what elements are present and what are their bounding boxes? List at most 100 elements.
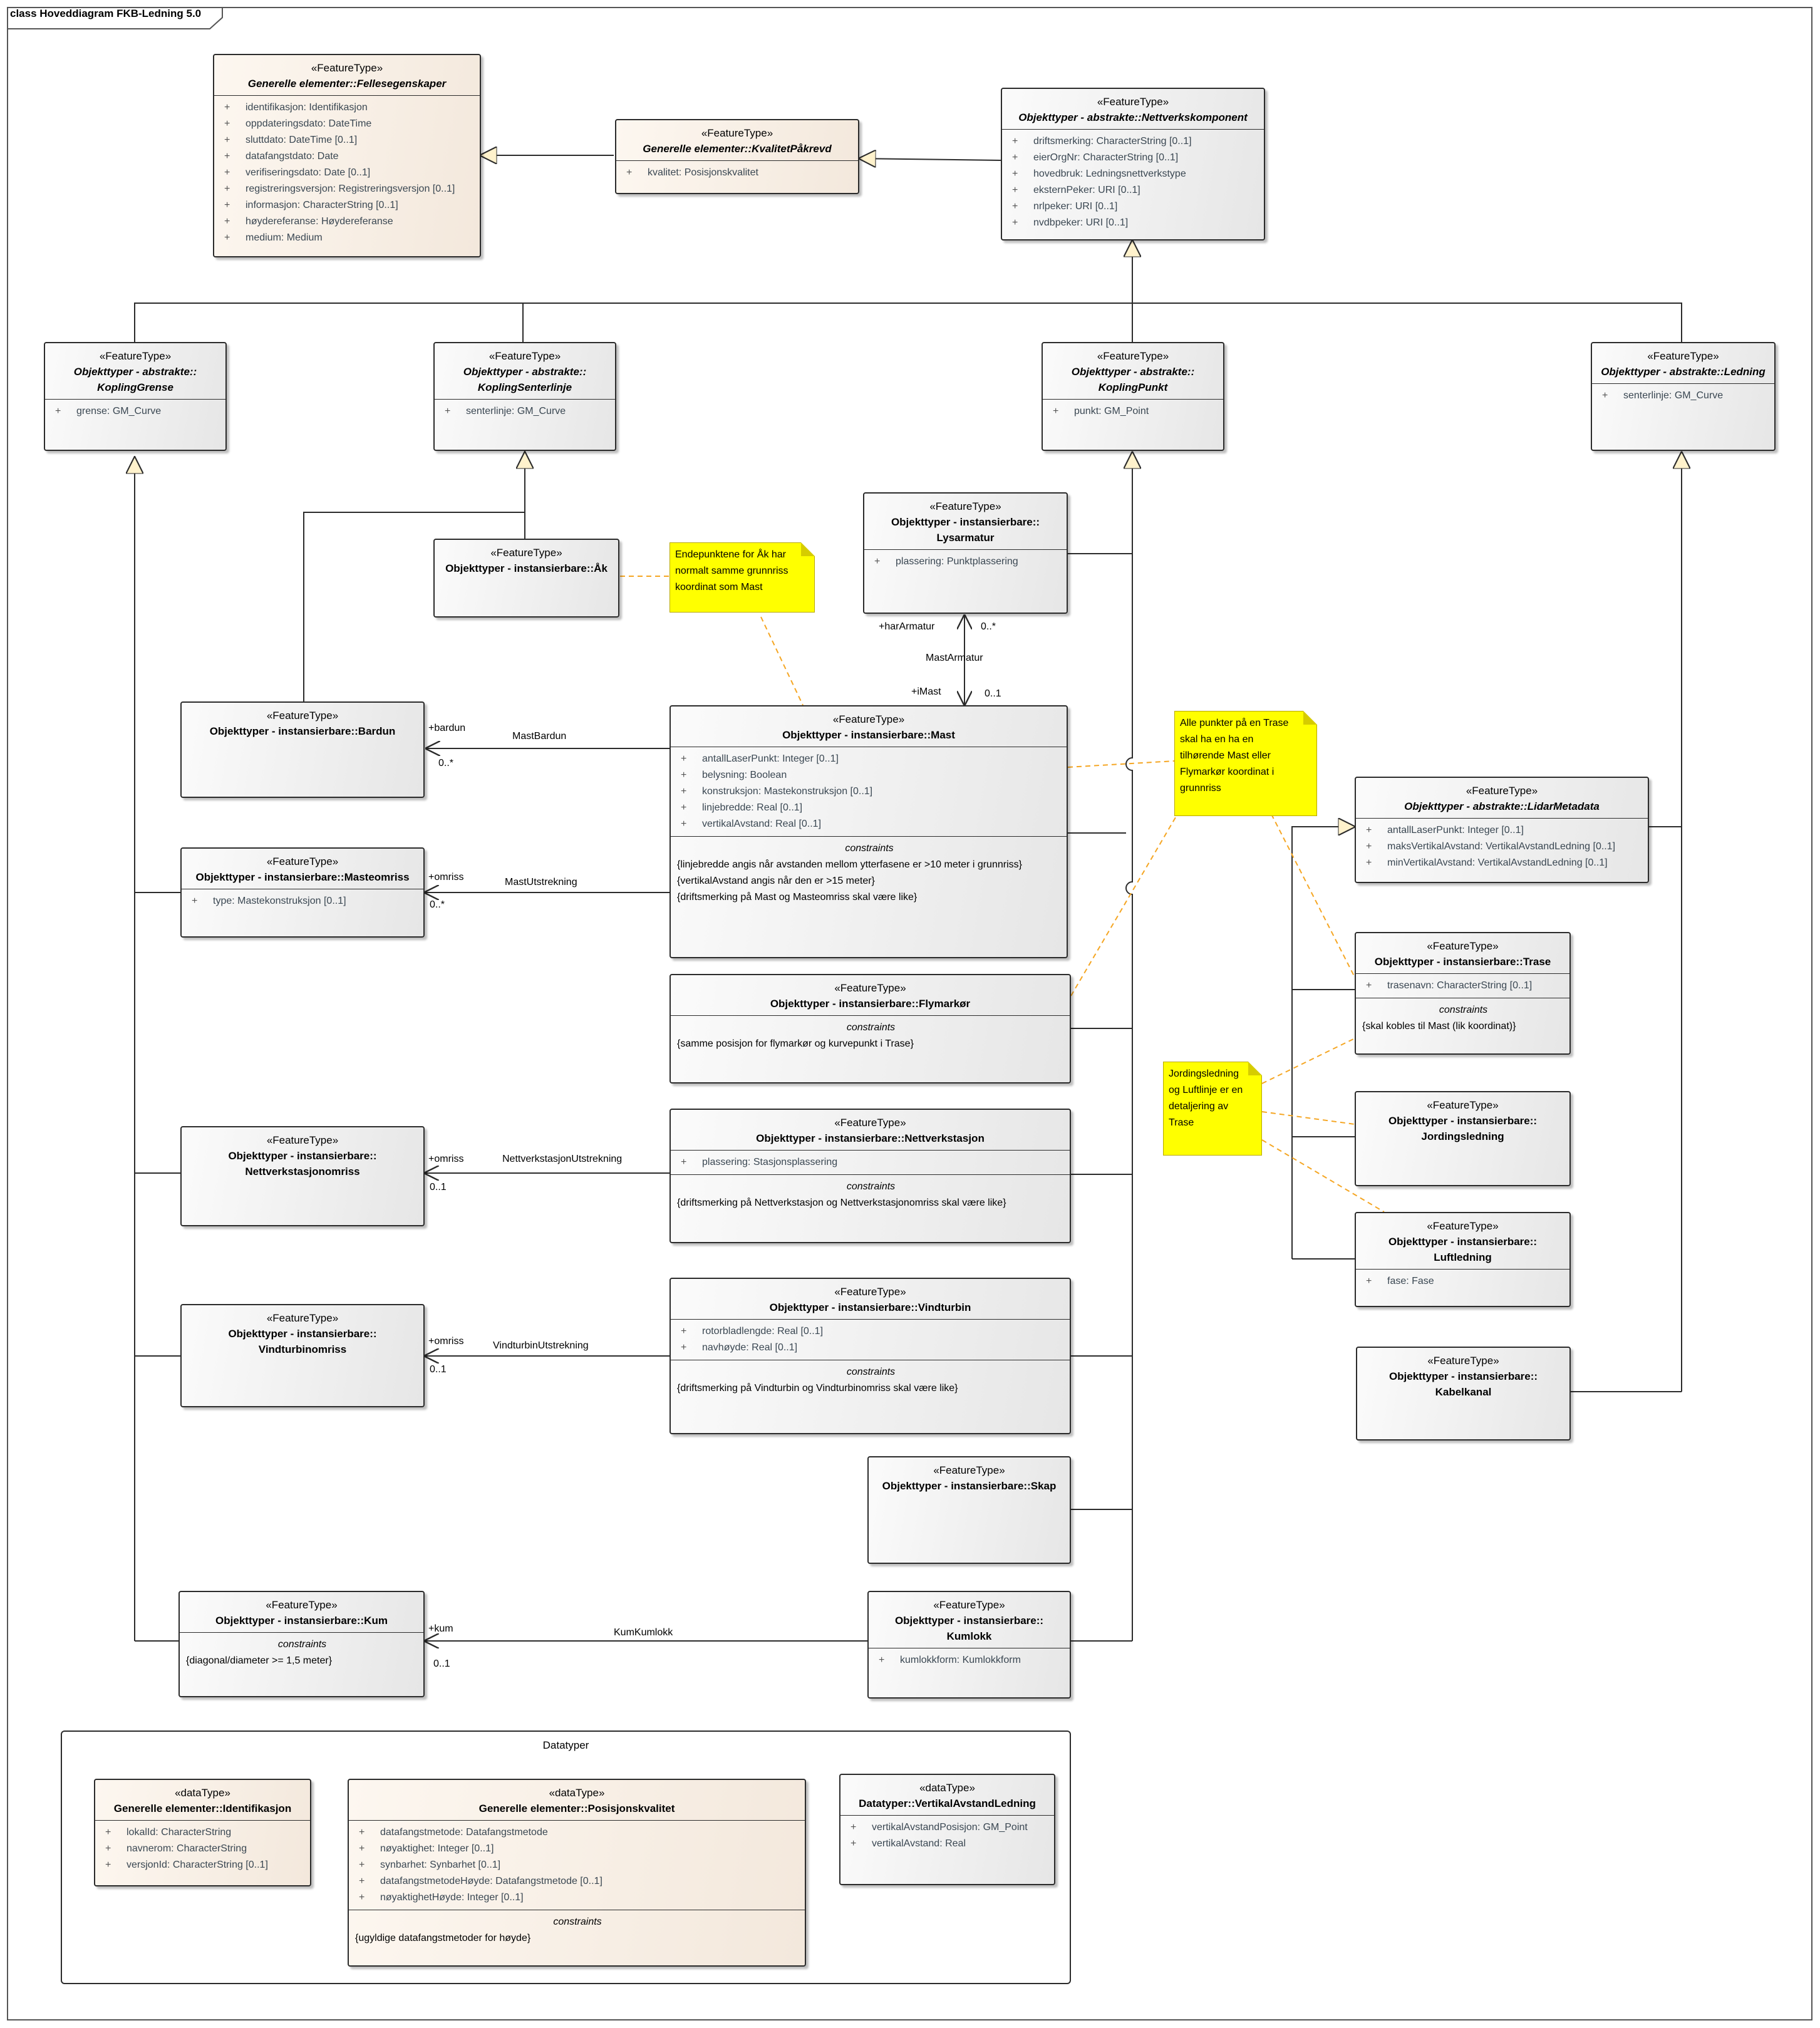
class-kumlokk[interactable]: «FeatureType»Objekttyper - instansierbar…	[867, 1591, 1071, 1699]
class-stereotype: «FeatureType»	[933, 1464, 1005, 1476]
attribute-row: +informasjon: CharacterString [0..1]	[224, 197, 475, 214]
visibility-marker: +	[105, 1827, 111, 1838]
attribute-text: versjonId: CharacterString [0..1]	[127, 1860, 268, 1870]
class-header: «FeatureType»Objekttyper - instansierbar…	[671, 975, 1070, 1015]
constraint-text: {driftsmerking på Mast og Masteomriss sk…	[677, 892, 918, 903]
class-jordingsledning[interactable]: «FeatureType»Objekttyper - instansierbar…	[1355, 1091, 1571, 1186]
class-bardun[interactable]: «FeatureType»Objekttyper - instansierbar…	[180, 701, 425, 798]
class-lysarmatur[interactable]: «FeatureType»Objekttyper - instansierbar…	[863, 492, 1068, 614]
class-vertikalavstand[interactable]: «dataType»Datatyper::VertikalAvstandLedn…	[839, 1774, 1055, 1885]
class-nettverkskomponent[interactable]: «FeatureType»Objekttyper - abstrakte::Ne…	[1001, 88, 1265, 241]
attribute-text: rotorbladlengde: Real [0..1]	[702, 1326, 824, 1337]
visibility-marker: +	[1366, 857, 1372, 868]
constraints-title: constraints	[553, 1917, 602, 1927]
class-kum[interactable]: «FeatureType»Objekttyper - instansierbar…	[178, 1591, 425, 1697]
class-stereotype: «FeatureType»	[834, 1117, 906, 1129]
visibility-marker: +	[359, 1860, 365, 1870]
attribute-text: synbarhet: Synbarhet [0..1]	[380, 1860, 501, 1870]
class-header: «dataType»Generelle elementer::Identifik…	[95, 1780, 310, 1820]
class-lidarmetadata[interactable]: «FeatureType»Objekttyper - abstrakte::Li…	[1355, 777, 1649, 883]
attribute-row: +punkt: GM_Point	[1053, 403, 1218, 420]
class-header: «FeatureType»Objekttyper - instansierbar…	[869, 1457, 1070, 1498]
attribute-text: eksternPeker: URI [0..1]	[1033, 185, 1140, 195]
assoc-label-imast-mult: 0..1	[985, 688, 1001, 699]
class-identifikasjon[interactable]: «dataType»Generelle elementer::Identifik…	[94, 1779, 311, 1886]
visibility-marker: +	[879, 1655, 885, 1665]
attribute-text: identifikasjon: Identifikasjon	[246, 102, 368, 113]
attribute-text: navnerom: CharacterString	[127, 1843, 247, 1854]
constraint-compartment: constraints{diagonal/diameter >= 1,5 met…	[180, 1632, 423, 1673]
class-ak[interactable]: «FeatureType»Objekttyper - instansierbar…	[433, 539, 619, 618]
class-kvalitet[interactable]: «FeatureType»Generelle elementer::Kvalit…	[615, 119, 859, 194]
attribute-text: sluttdato: DateTime [0..1]	[246, 135, 358, 145]
class-nettverkstasjonomriss[interactable]: «FeatureType»Objekttyper - instansierbar…	[180, 1126, 425, 1226]
assoc-label-masteomriss-mult: 0..*	[430, 899, 445, 910]
class-header: «FeatureType»Objekttyper - instansierbar…	[869, 1592, 1070, 1648]
attribute-row: +kvalitet: Posisjonskvalitet	[626, 165, 853, 181]
class-name: Datatyper::VertikalAvstandLedning	[859, 1798, 1036, 1809]
class-name: Objekttyper - instansierbare::Flymarkør	[770, 998, 971, 1010]
constraint-text: {samme posisjon for flymarkør og kurvepu…	[677, 1038, 914, 1049]
attribute-text: nrlpeker: URI [0..1]	[1033, 201, 1118, 212]
class-trase[interactable]: «FeatureType»Objekttyper - instansierbar…	[1355, 932, 1571, 1055]
class-koplinggrense[interactable]: «FeatureType»Objekttyper - abstrakte::Ko…	[44, 342, 227, 451]
constraint-text: {driftsmerking på Nettverkstasjon og Net…	[677, 1198, 1006, 1208]
class-posisjonskvalitet[interactable]: «dataType»Generelle elementer::Posisjons…	[348, 1779, 806, 1967]
constraints-title: constraints	[846, 1367, 896, 1377]
attribute-row: +nvdbpeker: URI [0..1]	[1012, 215, 1259, 231]
note-line: normalt samme grunnriss	[675, 566, 788, 576]
attribute-text: verifiseringsdato: Date [0..1]	[246, 167, 371, 178]
class-vindturbin[interactable]: «FeatureType»Objekttyper - instansierbar…	[670, 1278, 1071, 1434]
constraint-text: {skal kobles til Mast (lik koordinat)}	[1362, 1021, 1516, 1032]
class-stereotype: «FeatureType»	[1427, 940, 1499, 952]
attribute-row: +trasenavn: CharacterString [0..1]	[1366, 978, 1564, 994]
attribute-row: +medium: Medium	[224, 230, 475, 246]
package-datatyper[interactable]: Datatyper	[61, 1731, 1071, 1984]
class-stereotype: «FeatureType»	[1647, 350, 1719, 362]
class-skap[interactable]: «FeatureType»Objekttyper - instansierbar…	[867, 1456, 1071, 1564]
visibility-marker: +	[681, 1342, 687, 1353]
class-name: Vindturbinomriss	[258, 1343, 347, 1355]
attribute-row: +navhøyde: Real [0..1]	[681, 1340, 1065, 1356]
note-line: Alle punkter på en Trase	[1180, 718, 1289, 728]
visibility-marker: +	[224, 135, 230, 145]
attribute-row: +registreringsversjon: Registreringsvers…	[224, 181, 475, 197]
class-koplingsenterlinje[interactable]: «FeatureType»Objekttyper - abstrakte::Ko…	[433, 342, 616, 451]
class-name: Objekttyper - instansierbare::Nettverkst…	[756, 1132, 985, 1144]
attribute-text: antallLaserPunkt: Integer [0..1]	[1387, 825, 1524, 836]
class-flymarkor[interactable]: «FeatureType»Objekttyper - instansierbar…	[670, 974, 1071, 1084]
attribute-row: +linjebredde: Real [0..1]	[681, 800, 1062, 816]
class-header: «dataType»Generelle elementer::Posisjons…	[349, 1780, 805, 1820]
class-ledning[interactable]: «FeatureType»Objekttyper - abstrakte::Le…	[1591, 342, 1776, 451]
class-fellesegenskaper[interactable]: «FeatureType»Generelle elementer::Felles…	[213, 54, 481, 257]
package-title: Datatyper	[542, 1739, 589, 1751]
attribute-text: driftsmerking: CharacterString [0..1]	[1033, 136, 1192, 147]
class-header: «FeatureType»Objekttyper - abstrakte::Ko…	[45, 343, 225, 399]
class-name: Objekttyper - abstrakte::LidarMetadata	[1404, 800, 1600, 812]
visibility-marker: +	[105, 1860, 111, 1870]
assoc-label-hararmatur-mult: 0..*	[981, 621, 996, 632]
class-name: Objekttyper - instansierbare::	[894, 1615, 1044, 1627]
class-stereotype: «FeatureType»	[1466, 785, 1538, 797]
class-name: Objekttyper - instansierbare::Vindturbin	[769, 1301, 971, 1313]
class-stereotype: «FeatureType»	[489, 350, 561, 362]
class-masteomriss[interactable]: «FeatureType»Objekttyper - instansierbar…	[180, 847, 425, 938]
visibility-marker: +	[1012, 136, 1018, 147]
class-mast[interactable]: «FeatureType»Objekttyper - instansierbar…	[670, 705, 1068, 958]
class-vindturbinomriss[interactable]: «FeatureType»Objekttyper - instansierbar…	[180, 1304, 425, 1407]
class-koplingpunkt[interactable]: «FeatureType»Objekttyper - abstrakte::Ko…	[1042, 342, 1224, 451]
class-name: Objekttyper - instansierbare::	[1388, 1236, 1538, 1248]
attribute-text: nvdbpeker: URI [0..1]	[1033, 217, 1129, 228]
visibility-marker: +	[359, 1843, 365, 1854]
attribute-row: +maksVertikalAvstand: VertikalAvstandLed…	[1366, 839, 1643, 855]
class-nettverkstasjon[interactable]: «FeatureType» Objekttyper - instansierbar…	[670, 1109, 1071, 1243]
class-luftledning[interactable]: «FeatureType»Objekttyper - instansierbar…	[1355, 1212, 1571, 1307]
visibility-marker: +	[359, 1876, 365, 1886]
attribute-row: +identifikasjon: Identifikasjon	[224, 100, 475, 116]
attribute-text: lokalId: CharacterString	[127, 1827, 232, 1838]
class-name: Objekttyper - instansierbare::Mast	[782, 729, 955, 741]
class-kabelkanal[interactable]: «FeatureType»Objekttyper - instansierbar…	[1356, 1347, 1571, 1441]
